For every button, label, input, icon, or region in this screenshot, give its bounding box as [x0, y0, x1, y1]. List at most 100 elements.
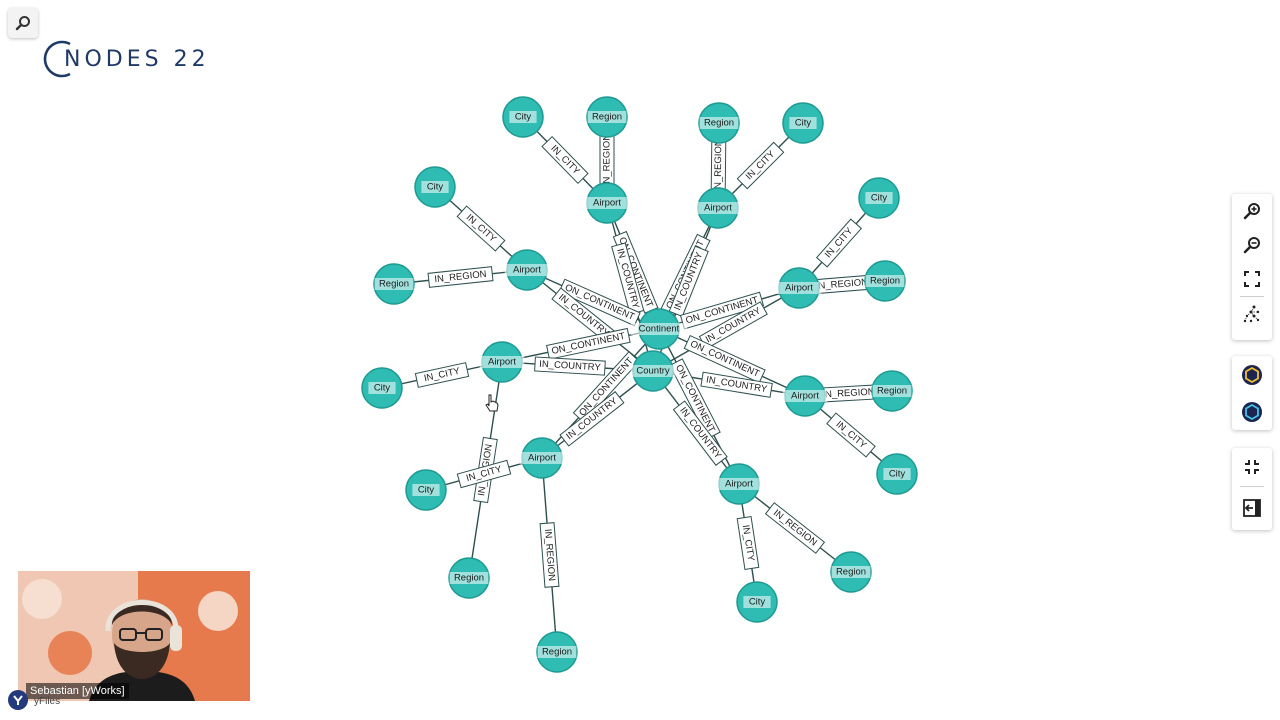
node-label: City	[889, 469, 906, 480]
node-label: City	[427, 182, 444, 193]
node-label: Region	[704, 118, 734, 129]
collapse-button[interactable]	[1232, 448, 1272, 486]
edge-label-text: IN_CITY	[823, 225, 856, 260]
hand-cursor-icon	[485, 394, 499, 412]
node-region[interactable]: Region	[698, 102, 740, 144]
node-label: Region	[877, 386, 907, 397]
node-label: Airport	[785, 283, 813, 294]
yfiles-mark-icon	[13, 695, 23, 705]
yfiles-logo-icon	[8, 690, 28, 710]
edge-label: IN_CITY	[815, 218, 863, 268]
node-airport[interactable]: Airport	[519, 437, 565, 479]
layout-button[interactable]	[1232, 297, 1272, 331]
node-label: City	[795, 118, 812, 129]
node-airport[interactable]: Airport	[716, 463, 762, 505]
node-label: Continent	[639, 324, 680, 335]
edge-label-text: IN_CITY	[464, 212, 499, 245]
edge-label-text: IN_REGION	[434, 269, 487, 285]
node-city[interactable]: City	[502, 96, 544, 138]
node-label: Region	[836, 567, 866, 578]
edge-label-text: IN_COUNTRY	[539, 359, 602, 374]
video-decoration	[198, 591, 238, 631]
edge-label: IN_CITY	[456, 205, 506, 252]
zoom-out-button[interactable]	[1232, 228, 1272, 262]
presenter-name-tag: Sebastian [yWorks]	[26, 683, 129, 699]
node-label: Airport	[593, 198, 621, 209]
node-label: Region	[379, 279, 409, 290]
edge-label: IN_REGION	[539, 522, 560, 588]
edge-label-text: ON_CONTINENT	[688, 339, 761, 380]
logo-arc-icon	[43, 40, 71, 78]
search-icon	[15, 16, 30, 31]
node-label: Airport	[513, 265, 541, 276]
node-label: City	[515, 112, 532, 123]
edge-label-text: IN_CITY	[834, 419, 869, 451]
node-airport[interactable]: Airport	[695, 187, 741, 229]
search-button[interactable]	[8, 8, 38, 38]
node-label: City	[871, 193, 888, 204]
edge-label: IN_REGION	[427, 266, 494, 288]
node-city[interactable]: City	[405, 469, 447, 511]
edge-label-text: IN_REGION	[816, 277, 869, 292]
node-city[interactable]: City	[736, 581, 778, 623]
node-airport[interactable]: Airport	[776, 267, 822, 309]
toolbar-divider	[1240, 486, 1264, 487]
node-label: City	[749, 597, 766, 608]
zoom-in-button[interactable]	[1232, 194, 1272, 228]
hexagon-icon	[1242, 364, 1262, 385]
node-city[interactable]: City	[414, 166, 456, 208]
edge-label: IN_CITY	[736, 141, 785, 190]
edge-label-text: IN_REGION	[602, 134, 613, 186]
node-continent[interactable]: Continent	[630, 308, 688, 350]
brand-label: yFiles	[34, 696, 61, 707]
node-airport[interactable]: Airport	[782, 375, 828, 417]
edge-label-text: IN_CITY	[744, 148, 778, 182]
edge-label: IN_REGION	[815, 384, 882, 403]
node-label: Region	[592, 112, 622, 123]
node-region[interactable]: Region	[373, 263, 415, 305]
zoom-toolbar	[1232, 194, 1272, 340]
edge-label-text: ON_CONTINENT	[551, 331, 627, 357]
exit-button[interactable]	[1232, 487, 1272, 529]
node-city[interactable]: City	[782, 102, 824, 144]
edge-label: IN_REGION	[809, 274, 875, 295]
logo-text: NODES 22	[64, 46, 210, 72]
edge-label: ON_CONTINENT	[545, 327, 631, 360]
zoom-in-icon	[1243, 203, 1260, 220]
node-region[interactable]: Region	[871, 370, 913, 412]
layout-icon	[1243, 305, 1260, 323]
node-airport[interactable]: Airport	[479, 341, 525, 383]
node-city[interactable]: City	[361, 367, 403, 409]
edge-label-text: IN_CITY	[548, 143, 582, 177]
edge-label: IN_CITY	[826, 412, 876, 458]
node-label: Airport	[704, 203, 732, 214]
node-region[interactable]: Region	[536, 631, 578, 673]
style-button-2[interactable]	[1232, 393, 1272, 430]
edge-label-text: IN_REGION	[771, 508, 819, 549]
node-label: Airport	[528, 453, 556, 464]
node-region[interactable]: Region	[830, 551, 872, 593]
node-label: Region	[870, 276, 900, 287]
node-label: Airport	[725, 479, 753, 490]
node-label: City	[374, 383, 391, 394]
edge-label-text: IN_REGION	[713, 139, 725, 192]
fit-content-icon	[1244, 271, 1260, 287]
node-airport[interactable]: Airport	[504, 249, 550, 291]
view-toolbar	[1232, 448, 1272, 530]
style-button-1[interactable]	[1232, 356, 1272, 393]
fit-content-button[interactable]	[1232, 262, 1272, 296]
edge-label: IN_CITY	[736, 515, 760, 571]
node-airport[interactable]: Airport	[584, 182, 630, 224]
node-country[interactable]: Country	[630, 350, 676, 392]
edge-label-text: IN_REGION	[542, 529, 557, 582]
node-region[interactable]: Region	[864, 260, 906, 302]
node-label: Airport	[791, 391, 819, 402]
node-region[interactable]: Region	[586, 96, 628, 138]
node-city[interactable]: City	[858, 177, 900, 219]
node-city[interactable]: City	[876, 453, 918, 495]
node-label: Country	[636, 366, 670, 377]
video-decoration	[22, 579, 62, 619]
edge-label: IN_REGION	[764, 502, 826, 554]
node-region[interactable]: Region	[448, 557, 490, 599]
